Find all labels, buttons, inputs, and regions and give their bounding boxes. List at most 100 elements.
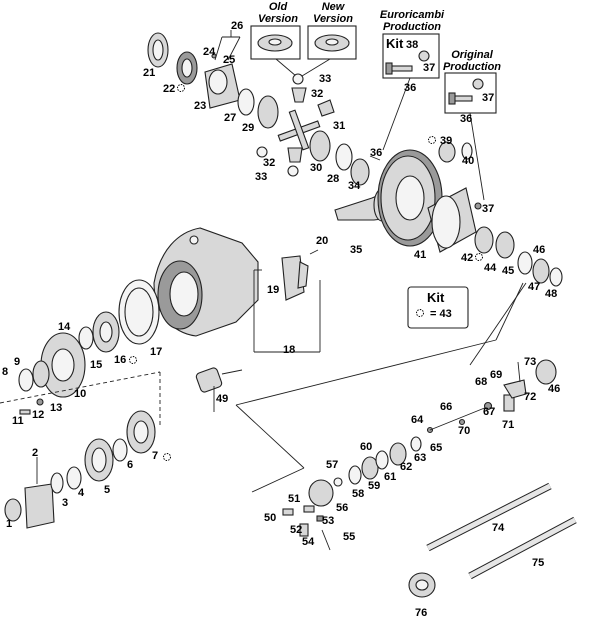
lever-cap xyxy=(535,359,557,385)
euroricambi-production-callout: Euroricambi Production Kit 38 xyxy=(380,9,445,151)
part-number-67: 67 xyxy=(483,406,495,418)
part-number-31: 31 xyxy=(333,120,345,132)
part-number-6: 6 xyxy=(127,459,133,471)
nut xyxy=(316,515,324,522)
adjuster-nut xyxy=(532,258,550,284)
euroricambi-kit-label: Kit xyxy=(386,36,404,51)
nut-icon xyxy=(418,50,430,62)
part-number-56: 56 xyxy=(336,502,348,514)
part-number-52: 52 xyxy=(290,524,302,536)
part-number-9: 9 xyxy=(14,356,20,368)
part-number-33b: 33 xyxy=(255,171,267,183)
part-number-36: 36 xyxy=(370,147,382,159)
new-version-caption-line2: Version xyxy=(313,13,353,25)
original-production-callout: Original Production xyxy=(443,49,501,201)
side-gear xyxy=(257,95,279,129)
part-number-1: 1 xyxy=(6,518,12,530)
part-number-4: 4 xyxy=(78,487,85,499)
kit-markers xyxy=(129,84,483,461)
flange-nut xyxy=(4,498,22,522)
part-number-37: 37 xyxy=(482,203,494,215)
axle-shaft-long xyxy=(468,517,577,579)
part-number-32b: 32 xyxy=(263,157,275,169)
part-number-54: 54 xyxy=(302,536,315,548)
washer xyxy=(375,450,389,470)
shift-collar xyxy=(308,479,334,507)
part-number-53: 53 xyxy=(322,515,334,527)
o-ring xyxy=(333,477,343,487)
kit-marker-icon xyxy=(129,356,137,364)
part-number-44: 44 xyxy=(484,262,497,274)
differential-gear-group xyxy=(147,30,353,177)
carrier-bearing xyxy=(474,226,494,254)
diff-lock-group xyxy=(195,282,557,551)
part-number-57: 57 xyxy=(326,459,338,471)
part-number-36-original: 36 xyxy=(460,113,472,125)
washer xyxy=(410,436,422,452)
spacer xyxy=(112,438,128,462)
part-number-50: 50 xyxy=(264,512,276,524)
part-number-18: 18 xyxy=(283,344,295,356)
part-number-15: 15 xyxy=(90,359,102,371)
screw xyxy=(303,505,315,513)
washer xyxy=(256,146,268,158)
bolt-icon xyxy=(389,65,413,72)
spring-seat xyxy=(361,456,379,480)
sensor-plug xyxy=(299,523,309,537)
pinion-gear xyxy=(287,147,303,163)
part-number-19: 19 xyxy=(267,284,279,296)
plug xyxy=(36,398,44,406)
part-number-13: 13 xyxy=(50,402,62,414)
part-number-37-euroricambi: 37 xyxy=(423,62,435,74)
dust-shield xyxy=(66,466,82,490)
part-number-70: 70 xyxy=(458,425,470,437)
pinion-gear xyxy=(317,99,335,117)
part-number-42: 42 xyxy=(461,252,473,264)
bolt xyxy=(19,409,31,415)
pinion-bearing xyxy=(350,158,370,186)
part-number-12: 12 xyxy=(32,409,44,421)
old-version-caption-line1: Old xyxy=(269,1,288,13)
part-number-10: 10 xyxy=(74,388,86,400)
part-number-23: 23 xyxy=(194,100,206,112)
part-number-61: 61 xyxy=(384,471,396,483)
part-number-60: 60 xyxy=(360,441,372,453)
nut-icon xyxy=(472,78,484,90)
axle-housing-group xyxy=(118,227,321,353)
lock-washer xyxy=(461,142,473,160)
seal-ring xyxy=(18,368,34,392)
part-number-46b: 46 xyxy=(548,383,560,395)
washer xyxy=(287,165,299,177)
euroricambi-kit-part-number: 38 xyxy=(406,39,418,51)
input-flange-group xyxy=(0,311,161,529)
part-number-16: 16 xyxy=(114,354,126,366)
euroricambi-caption-line2: Production xyxy=(383,21,441,33)
part-number-40: 40 xyxy=(462,155,474,167)
axle-shaft-group xyxy=(408,482,577,598)
part-number-72: 72 xyxy=(524,391,536,403)
washer xyxy=(348,465,362,485)
part-number-30: 30 xyxy=(310,162,322,174)
part-number-11: 11 xyxy=(12,415,24,427)
part-number-20: 20 xyxy=(316,235,328,247)
part-number-71: 71 xyxy=(502,419,514,431)
part-number-64: 64 xyxy=(411,414,424,426)
part-number-2: 2 xyxy=(32,447,38,459)
part-number-47: 47 xyxy=(528,281,540,293)
kit-marker-icon xyxy=(428,136,436,144)
new-version-callout: New Version xyxy=(301,1,357,77)
kit-legend-box xyxy=(407,286,469,329)
part-number-22: 22 xyxy=(163,83,175,95)
thrust-washer xyxy=(335,143,353,171)
pinion-crown-group xyxy=(334,141,563,287)
part-number-49: 49 xyxy=(216,393,228,405)
part-number-labels: 1 2 3 4 5 6 7 8 9 10 11 12 13 14 15 16 1… xyxy=(2,20,560,618)
kit-marker-icon xyxy=(163,453,171,461)
original-caption-line2: Production xyxy=(443,61,501,73)
part-number-8: 8 xyxy=(2,366,8,378)
part-number-58: 58 xyxy=(352,488,364,500)
part-number-25: 25 xyxy=(223,54,235,66)
part-number-17: 17 xyxy=(150,346,162,358)
adjuster-ring xyxy=(517,251,533,275)
